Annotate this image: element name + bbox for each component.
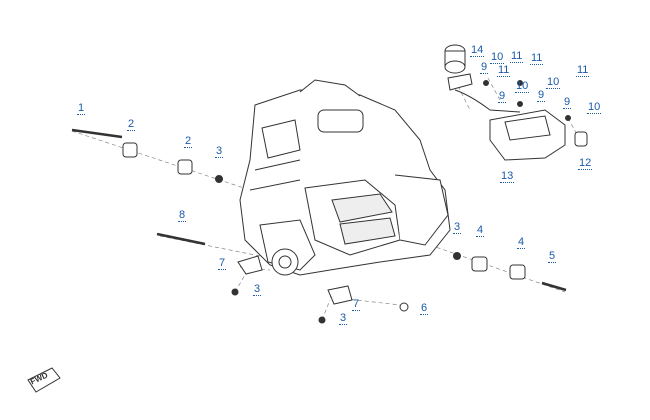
forward-arrow-icon — [27, 367, 61, 393]
callout-8[interactable]: 8 — [178, 209, 187, 222]
callout-13[interactable]: 13 — [500, 170, 515, 183]
callout-3[interactable]: 3 — [215, 145, 224, 158]
callout-2[interactable]: 2 — [127, 118, 136, 131]
callout-1[interactable]: 1 — [77, 102, 86, 115]
callout-3[interactable]: 3 — [339, 312, 348, 325]
callout-9[interactable]: 9 — [480, 61, 489, 74]
callout-11[interactable]: 11 — [530, 52, 544, 65]
engine-assembly — [239, 79, 451, 276]
callout-3[interactable]: 3 — [453, 221, 462, 234]
callout-10[interactable]: 10 — [490, 51, 505, 64]
callout-12[interactable]: 12 — [578, 157, 593, 170]
callout-11[interactable]: 11 — [510, 50, 524, 63]
callout-14[interactable]: 14 — [470, 44, 485, 57]
callout-7[interactable]: 7 — [218, 257, 227, 270]
callout-4[interactable]: 4 — [476, 224, 485, 237]
callout-2[interactable]: 2 — [184, 135, 193, 148]
callout-9[interactable]: 9 — [537, 89, 546, 102]
callout-3[interactable]: 3 — [253, 283, 262, 296]
callout-5[interactable]: 5 — [548, 250, 557, 263]
callout-10[interactable]: 10 — [515, 80, 530, 93]
callout-9[interactable]: 9 — [563, 96, 572, 109]
callout-10[interactable]: 10 — [546, 76, 561, 89]
callout-7[interactable]: 7 — [352, 298, 361, 311]
callout-11[interactable]: 11 — [576, 64, 590, 77]
callout-9[interactable]: 9 — [498, 90, 507, 103]
part-shapes — [71, 44, 588, 324]
callout-10[interactable]: 10 — [587, 101, 602, 114]
callout-6[interactable]: 6 — [420, 302, 429, 315]
callout-11[interactable]: 11 — [497, 64, 511, 77]
callout-4[interactable]: 4 — [517, 236, 526, 249]
